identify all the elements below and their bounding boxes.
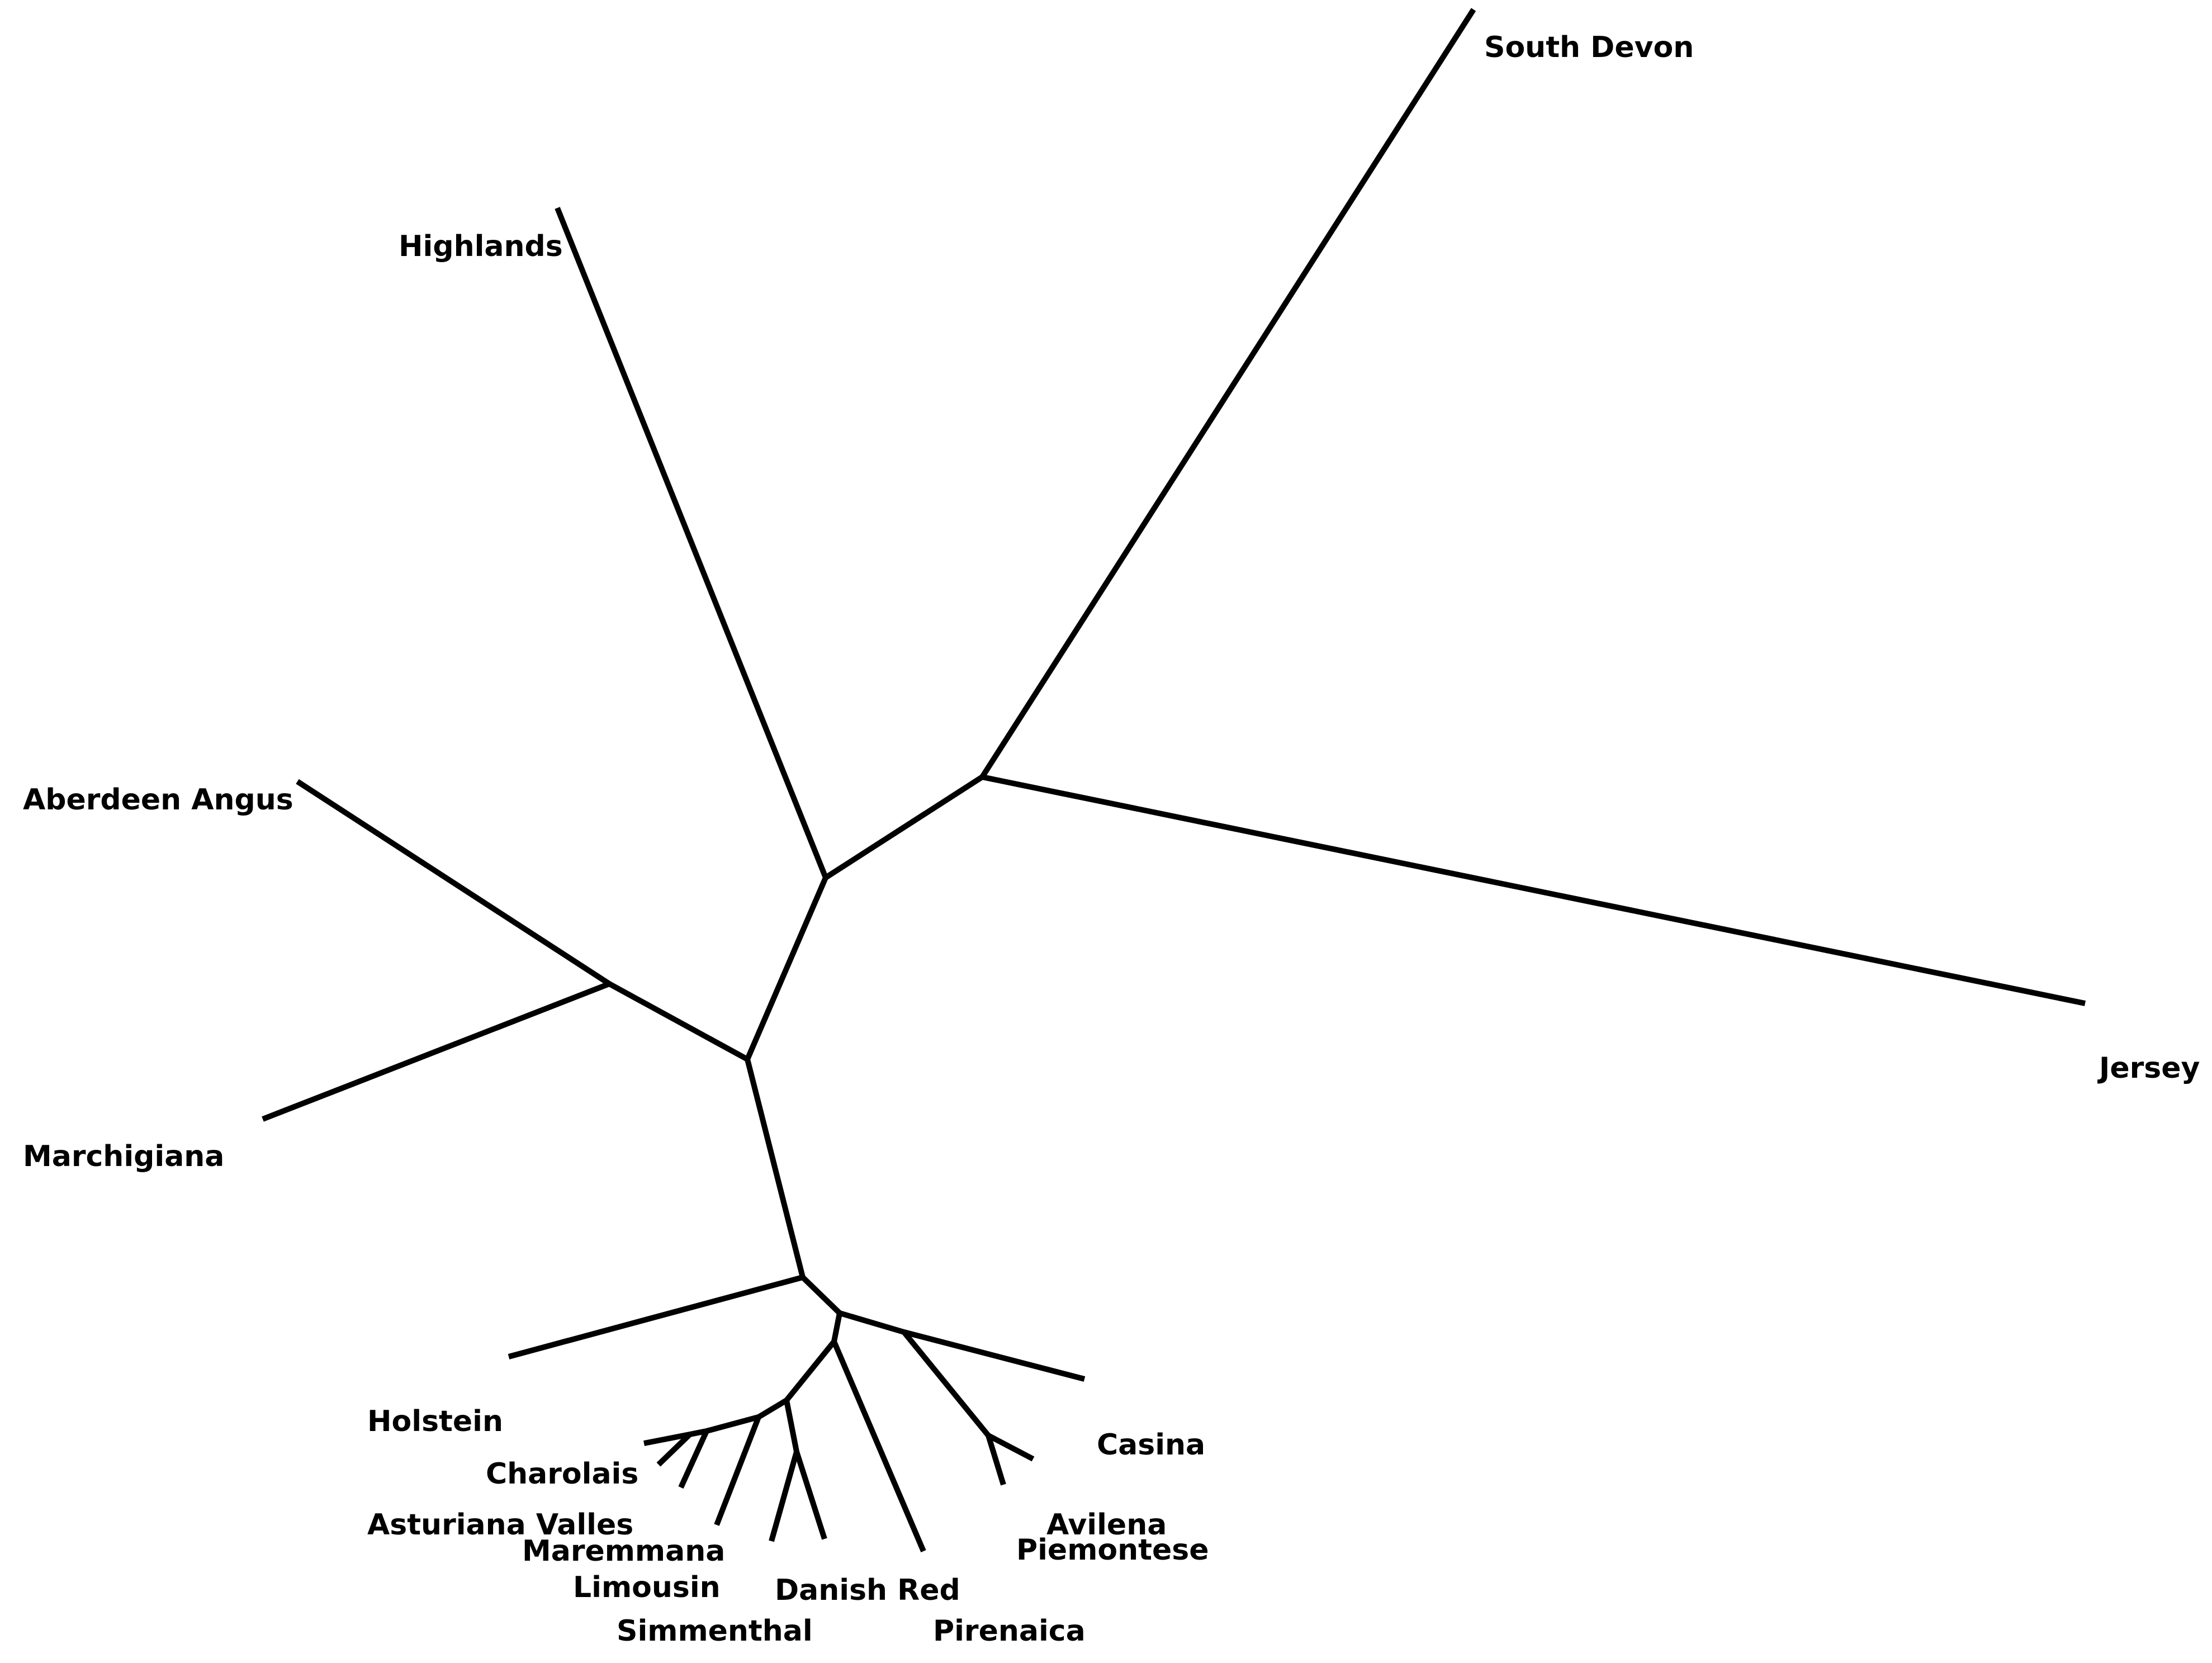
branch-internal xyxy=(784,1400,799,1452)
branch-pirenaica xyxy=(831,1340,926,1552)
label-limousin: Limousin xyxy=(573,1571,721,1604)
label-charolais: Charolais xyxy=(486,1457,638,1491)
label-asturiana-valles: Asturiana Valles xyxy=(367,1508,633,1542)
branch-asturiana-valles xyxy=(656,1432,692,1467)
branch-internal xyxy=(608,981,749,1062)
branch-aberdeen-angus xyxy=(296,779,611,987)
label-south-devon: South Devon xyxy=(1484,31,1694,64)
label-highlands: Highlands xyxy=(399,230,563,263)
branch-internal xyxy=(784,1339,836,1403)
label-pirenaica: Pirenaica xyxy=(933,1614,1086,1648)
label-danish-red: Danish Red xyxy=(775,1574,960,1607)
branch-marchigiana xyxy=(262,981,610,1122)
branch-holstein xyxy=(508,1275,804,1359)
branch-internal xyxy=(831,1313,842,1342)
branch-south-devon xyxy=(979,8,1476,779)
label-maremmana: Maremmana xyxy=(522,1534,725,1568)
branch-piemontese xyxy=(986,1434,1006,1486)
branch-simmenthal xyxy=(769,1451,799,1542)
branch-internal xyxy=(745,876,828,1060)
label-marchigiana: Marchigiana xyxy=(23,1140,224,1173)
branch-jersey xyxy=(981,774,2086,1006)
taxon-labels: South Devon Highlands Aberdeen Angus Jer… xyxy=(23,31,2200,1648)
branch-highlands xyxy=(555,207,828,879)
branch-internal xyxy=(705,1414,760,1434)
label-avilena: Avilena xyxy=(1046,1508,1167,1542)
branch-internal xyxy=(689,1428,707,1437)
label-piemontese: Piemontese xyxy=(1016,1533,1209,1567)
tree-branches xyxy=(262,8,2086,1552)
branch-internal xyxy=(801,1275,842,1315)
branch-danish-red xyxy=(794,1451,827,1540)
label-holstein: Holstein xyxy=(367,1405,503,1438)
branch-internal xyxy=(902,1330,991,1438)
branch-charolais xyxy=(643,1432,690,1446)
branch-internal xyxy=(757,1397,788,1420)
branch-avilena xyxy=(987,1433,1035,1462)
branch-casina xyxy=(903,1329,1086,1382)
branch-internal xyxy=(839,1310,905,1335)
branch-internal xyxy=(824,774,984,880)
label-aberdeen-angus: Aberdeen Angus xyxy=(23,783,293,817)
branch-internal xyxy=(745,1058,806,1278)
label-simmenthal: Simmenthal xyxy=(617,1614,813,1648)
branch-maremmana xyxy=(678,1429,709,1489)
label-jersey: Jersey xyxy=(2097,1051,2200,1085)
label-casina: Casina xyxy=(1097,1428,1205,1462)
branch-limousin xyxy=(714,1416,761,1526)
